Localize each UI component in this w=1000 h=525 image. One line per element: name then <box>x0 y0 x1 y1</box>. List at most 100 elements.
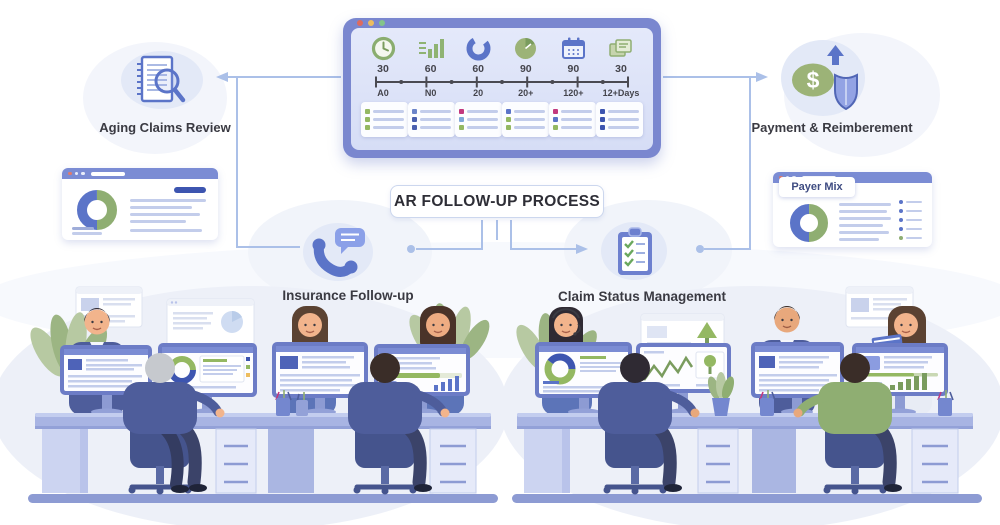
floor-strip <box>28 494 498 503</box>
placeholder-line <box>467 110 498 113</box>
desk-plant-icon <box>707 372 735 416</box>
placeholder-line <box>420 110 451 113</box>
bullet-square <box>553 109 558 114</box>
claim-status-node <box>601 222 667 280</box>
tree-icon <box>704 355 716 367</box>
clock-icon <box>361 33 405 63</box>
placeholder-line <box>561 126 592 129</box>
insurance-node <box>303 223 373 281</box>
aging-bucket-cards <box>351 98 653 137</box>
aging-timeline <box>375 76 629 88</box>
pen-cup-icon <box>937 390 954 416</box>
placeholder-line <box>373 126 404 129</box>
payer-mix-title: Payer Mix <box>779 177 855 197</box>
aging-bucket-card <box>408 102 455 137</box>
floor-strip <box>512 494 982 503</box>
connector-dot <box>407 245 415 253</box>
bullet-square <box>459 117 464 122</box>
traffic-light-dot <box>379 20 385 26</box>
worker-seated-back <box>793 353 902 495</box>
aging-bucket-card <box>361 102 408 137</box>
placeholder-line <box>561 118 592 121</box>
refresh-arc-icon <box>456 33 500 63</box>
calendar-icon <box>551 33 595 63</box>
bucket-label: 12+Days <box>602 88 640 98</box>
claim-status-label: Claim Status Management <box>557 289 727 304</box>
aging-bucket-card <box>455 102 502 137</box>
headset-icon <box>552 308 580 319</box>
placeholder-line <box>420 126 451 129</box>
pie-chart-icon <box>504 33 548 63</box>
placeholder-line <box>514 118 545 121</box>
phone-chat-icon <box>312 228 365 277</box>
aging-bucket-labels: A0 N0 20 20+ 120+ 12+Days <box>351 88 653 98</box>
bullet-square <box>459 125 464 130</box>
bucket-label: 120+ <box>563 88 584 98</box>
bullet-square <box>412 109 417 114</box>
worker-seated-back <box>123 353 225 495</box>
pen-cup-icon <box>275 390 308 416</box>
placeholder-line <box>608 110 639 113</box>
donut-chart-icon <box>790 204 828 242</box>
aging-bucket-values: 30 60 60 90 90 30 <box>351 63 653 75</box>
report-window-left <box>62 168 218 240</box>
connector-dot <box>696 245 704 253</box>
bullet-square <box>600 117 605 122</box>
window-title-bar <box>62 168 218 179</box>
payment-node: $ <box>781 40 865 116</box>
aging-bucket-card <box>502 102 549 137</box>
bullet-square <box>600 109 605 114</box>
bucket-value: 90 <box>567 63 580 75</box>
background-window-pie <box>166 298 255 354</box>
placeholder-line <box>608 126 639 129</box>
bullet-square <box>459 109 464 114</box>
bullet-square <box>506 125 511 130</box>
monitor-doc <box>272 342 368 416</box>
aging-claims-label: Aging Claims Review <box>99 120 231 135</box>
placeholder-line <box>467 126 498 129</box>
chat-bubble-icon <box>335 228 365 247</box>
window-traffic-lights <box>357 20 385 26</box>
monitor-doc <box>751 342 844 416</box>
arrow-left-icon <box>216 72 228 82</box>
document-magnifier-icon <box>137 55 186 103</box>
office-workers-scene <box>28 286 982 503</box>
bucket-label: 20+ <box>518 88 534 98</box>
arrow-right-icon <box>756 72 768 82</box>
traffic-light-dot <box>368 20 374 26</box>
dollar-shield-arrow-icon: $ <box>792 45 858 111</box>
worker-seated-back <box>348 353 450 495</box>
bullet-square <box>506 109 511 114</box>
monitor-linechart <box>636 343 731 416</box>
dashboard-icon-row <box>351 28 653 63</box>
bucket-value: 90 <box>519 63 532 75</box>
aging-claims-node <box>121 51 203 109</box>
clip-icon <box>628 227 642 237</box>
svg-text:$: $ <box>807 67 820 93</box>
traffic-light-dot <box>357 20 363 26</box>
payment-label: Payment & Reimberement <box>751 120 913 135</box>
bullet-square <box>553 117 558 122</box>
ar-aging-dashboard: 30 60 60 90 90 30 A0 N0 20 20+ 120+ <box>343 18 661 158</box>
connectors <box>216 72 768 254</box>
donut-chart-icon <box>77 190 117 230</box>
bucket-label: N0 <box>424 88 437 98</box>
bar-chart-icon <box>409 33 453 63</box>
placeholder-line <box>608 118 639 121</box>
placeholder-line <box>420 118 451 121</box>
placeholder-line <box>514 126 545 129</box>
placeholder-line <box>561 110 592 113</box>
payer-mix-window: Payer Mix <box>773 172 932 247</box>
bucket-label: A0 <box>377 88 389 98</box>
monitor-doc <box>60 345 152 416</box>
stacked-cards-icon <box>599 33 643 63</box>
process-title: AR FOLLOW-UP PROCESS <box>390 185 604 218</box>
placeholder-line <box>514 110 545 113</box>
bullet-square <box>600 125 605 130</box>
bullet-square <box>365 117 370 122</box>
arrow-right-icon <box>576 244 588 254</box>
bullet-square <box>412 117 417 122</box>
bullet-square <box>506 117 511 122</box>
bucket-value: 30 <box>377 63 389 75</box>
